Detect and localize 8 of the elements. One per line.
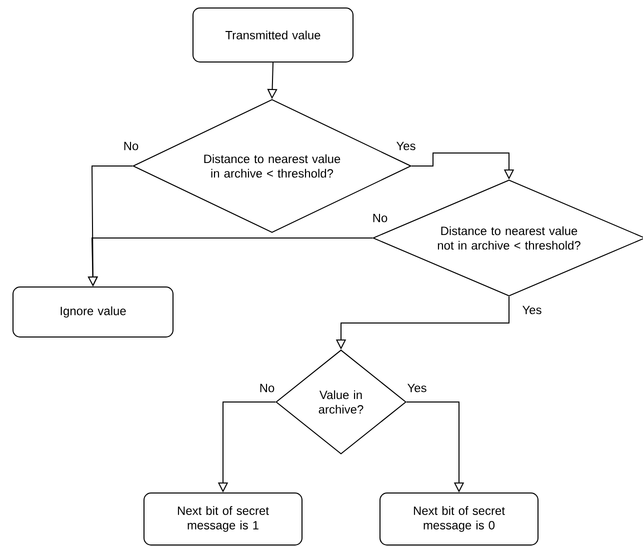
process-box: Next bit of secret message is 0	[380, 492, 538, 546]
process-box: Next bit of secret message is 1	[144, 492, 302, 546]
process-box: Ignore value	[12, 286, 174, 338]
edge-label: Yes	[406, 382, 428, 394]
edge-label: No	[371, 212, 389, 224]
edge-label: No	[258, 382, 276, 394]
edge-label: Yes	[521, 304, 543, 316]
process-box: Transmitted value	[192, 8, 354, 62]
